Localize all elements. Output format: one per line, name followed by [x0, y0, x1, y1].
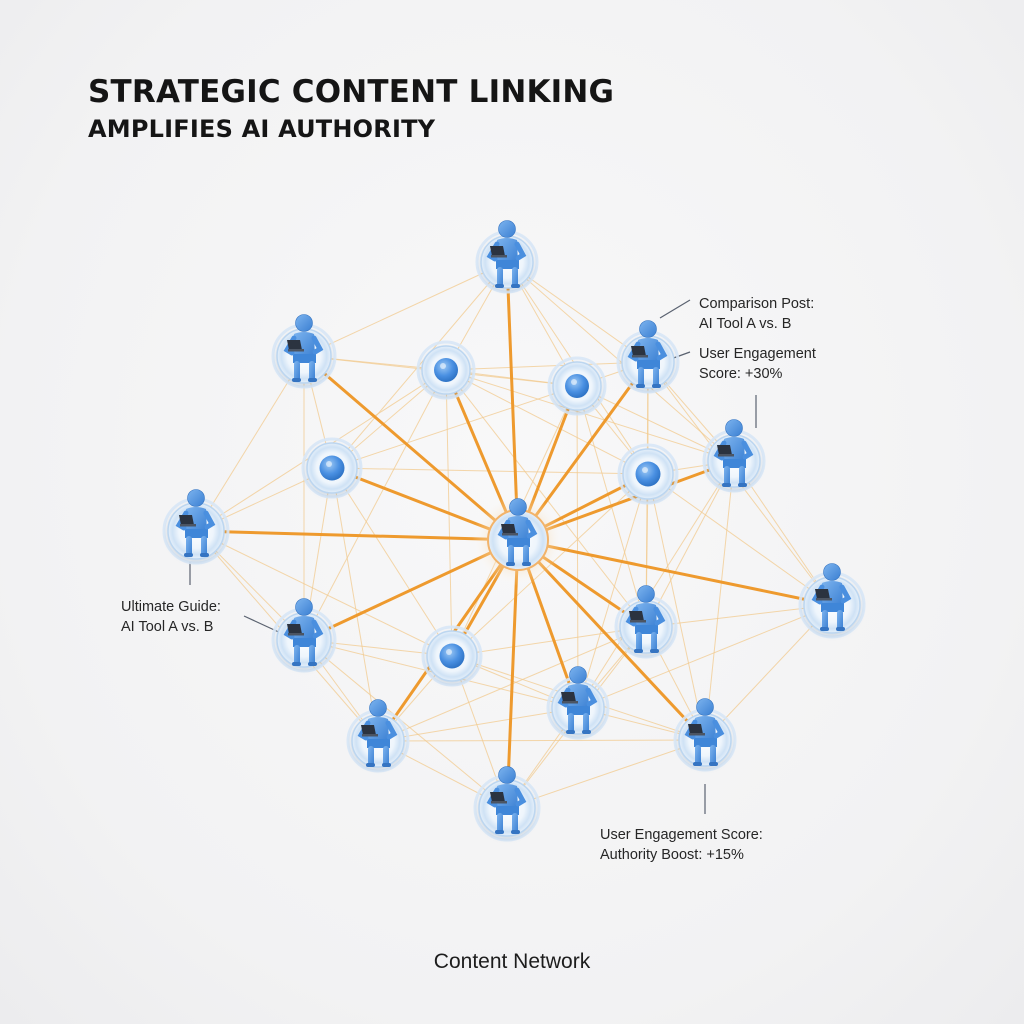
callout-authority-line-2: Authority Boost: +15%	[600, 847, 744, 863]
callout-user-engagement: User Engagement Score: +30%	[699, 344, 816, 384]
callout-engagement-line-2: Score: +30%	[699, 366, 783, 382]
callout-ultimate-line-1: Ultimate Guide:	[121, 599, 221, 615]
person-with-laptop-icon	[546, 666, 610, 740]
content-node-icon	[617, 443, 679, 505]
weak-link	[377, 707, 579, 742]
person-with-laptop-icon	[798, 563, 866, 639]
weak-link	[647, 473, 833, 606]
callout-comparison-line-2: AI Tool A vs. B	[699, 316, 792, 332]
title-line-1: STRATEGIC CONTENT LINKING	[88, 74, 615, 110]
callout-ultimate-guide: Ultimate Guide: AI Tool A vs. B	[121, 597, 221, 637]
weak-link	[577, 473, 649, 709]
hub-node	[472, 494, 564, 586]
weak-link	[377, 739, 706, 742]
callout-comparison-post: Comparison Post: AI Tool A vs. B	[699, 294, 814, 334]
diagram-caption: Content Network	[433, 950, 591, 973]
weak-link	[331, 467, 379, 742]
person-with-laptop-icon	[271, 314, 337, 389]
weak-link	[576, 385, 579, 709]
weak-link	[451, 626, 647, 657]
title-line-2: AMPLIFIES AI AUTHORITY	[88, 115, 436, 143]
callout-comparison-line-1: Comparison Post:	[699, 296, 815, 312]
callout-ultimate-line-2: AI Tool A vs. B	[121, 619, 214, 635]
person-with-laptop-icon	[702, 419, 766, 493]
strong-link	[194, 529, 520, 542]
person-with-laptop-icon	[616, 320, 680, 394]
person-with-laptop-icon	[673, 698, 737, 772]
weak-link	[195, 530, 453, 657]
callout-authority-boost: User Engagement Score: Authority Boost: …	[600, 825, 763, 865]
person-with-laptop-icon	[614, 585, 678, 659]
content-node-icon	[547, 356, 607, 416]
callout-leader	[659, 299, 691, 319]
weak-link	[195, 355, 305, 532]
callout-leaders-layer	[189, 299, 757, 814]
person-with-laptop-icon	[271, 598, 337, 673]
weak-link	[331, 385, 578, 469]
person-with-laptop-icon	[162, 489, 230, 565]
callout-authority-line-1: User Engagement Score:	[600, 827, 763, 843]
weak-link	[445, 361, 649, 371]
strong-link	[302, 354, 520, 542]
content-node-icon	[301, 437, 363, 499]
callout-leader	[243, 615, 284, 635]
weak-link	[704, 460, 735, 741]
person-with-laptop-icon	[473, 766, 541, 842]
weak-link	[577, 604, 833, 709]
weak-link	[506, 261, 735, 462]
weak-link	[445, 369, 735, 462]
callout-engagement-line-1: User Engagement	[699, 346, 816, 362]
strong-link	[516, 538, 834, 607]
weak-link	[303, 639, 508, 809]
weak-link	[445, 369, 647, 628]
weak-link	[303, 261, 508, 357]
content-node-icon	[416, 340, 476, 400]
weak-link	[506, 739, 706, 809]
person-with-laptop-icon	[475, 220, 539, 294]
weak-link	[647, 473, 706, 741]
weak-link	[331, 467, 453, 657]
strong-link	[505, 260, 520, 542]
weak-link	[577, 460, 735, 709]
weak-link	[445, 369, 649, 475]
content-node-icon	[421, 625, 483, 687]
page-title: STRATEGIC CONTENT LINKING AMPLIFIES AI A…	[88, 72, 614, 146]
person-with-laptop-icon	[346, 699, 410, 773]
nodes-layer	[162, 220, 866, 842]
